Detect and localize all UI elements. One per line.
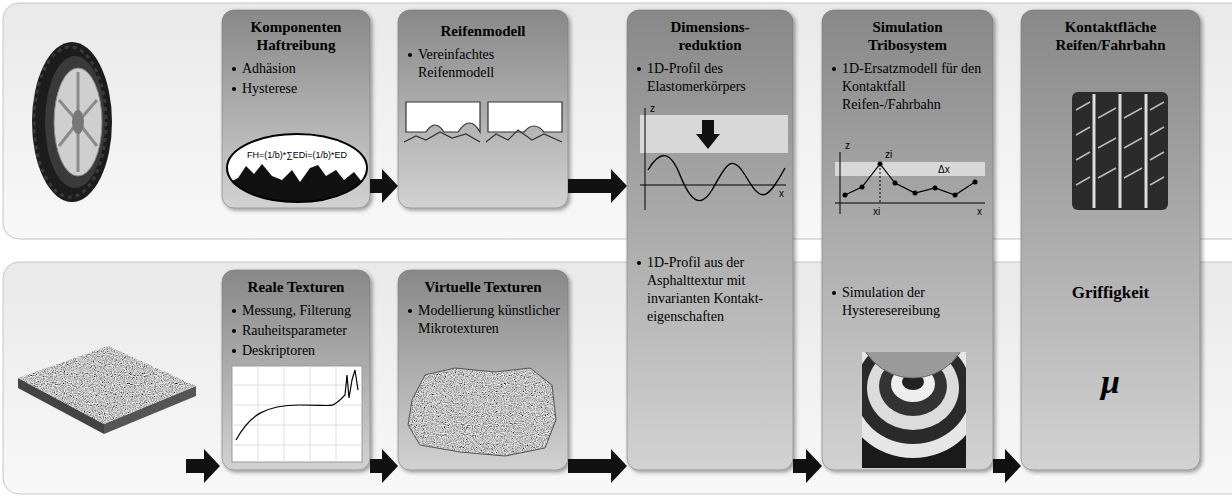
- axis-label: z: [845, 140, 850, 152]
- box-title: Komponenten Haftreibung: [230, 18, 362, 54]
- process-box: Komponenten HaftreibungAdhäsionHysterese: [222, 10, 370, 208]
- box-title: Dimensions-reduktion: [655, 18, 765, 54]
- profile-graph: [640, 108, 788, 210]
- process-box: Reale TexturenMessung, FilterungRauheits…: [222, 270, 370, 470]
- axis-label: xi: [873, 206, 880, 218]
- process-box: ReifenmodellVereinfachtes Reifenmodell: [398, 10, 568, 208]
- box-fill: [398, 270, 568, 470]
- bullet-text: Modellierung künstlicher Mikrotexturen: [406, 302, 560, 338]
- result-text: Griffigkeit: [1029, 282, 1192, 304]
- flow-arrow: [370, 169, 398, 203]
- axis-label: z: [650, 103, 655, 115]
- box-title: Reale Texturen: [230, 278, 362, 296]
- axis-label: zi: [885, 149, 892, 161]
- rock-picture: [408, 368, 556, 456]
- bullet-text: Adhäsion: [230, 60, 362, 78]
- bullet-text: Vereinfachtes Reifenmodell: [406, 46, 560, 82]
- asperity-oval: [226, 134, 370, 204]
- bullet-text: Messung, Filterung: [230, 302, 362, 320]
- bullet-text: Deskriptoren: [230, 342, 362, 360]
- axis-label: x: [977, 206, 982, 218]
- asphalt-picture: [18, 346, 196, 434]
- box-fill: [627, 10, 793, 470]
- tire-model-sketch: [404, 102, 562, 142]
- bullet-text: 1D-Ersatzmodell für den Kontaktfall Reif…: [830, 60, 985, 114]
- flow-arrow: [370, 449, 398, 483]
- axis-label: Δx: [938, 164, 950, 176]
- flow-arrow: [568, 169, 627, 203]
- flow-arrow: [793, 449, 822, 483]
- spectrum-chart: [232, 366, 362, 462]
- formula-text: FH=(1/b)*∑EDi=(1/b)*ED: [240, 149, 354, 161]
- flow-arrow: [993, 449, 1021, 483]
- box-fill: [822, 10, 993, 470]
- bullet-text: 1D-Profil des Elastomerkörpers: [635, 60, 785, 96]
- box-fill: [1021, 10, 1200, 470]
- box-fill: [222, 270, 370, 470]
- photoelastic-picture: [862, 352, 966, 468]
- bullet-text: Rauheitsparameter: [230, 322, 362, 340]
- box-title: Reifenmodell: [406, 22, 560, 40]
- symbol-text: μ: [1029, 362, 1192, 402]
- flow-arrow: [568, 449, 627, 483]
- tread-picture: [1072, 92, 1168, 210]
- box-title: Virtuelle Texturen: [406, 278, 560, 296]
- bullet-text: 1D-Profil aus der Asphalttextur mit inva…: [635, 254, 785, 326]
- bullet-text: Simulation der Hysteresereibung: [830, 284, 985, 320]
- process-box: Virtuelle TexturenModellierung künstlich…: [398, 270, 568, 470]
- process-box: Simulation Tribosystem 1D-Ersatzmodell fü…: [822, 10, 993, 470]
- process-box: Dimensions-reduktion 1D-Profil des Elasto…: [627, 10, 793, 470]
- process-box: Kontaktfläche Reifen/FahrbahnGriffigkeit…: [1021, 10, 1200, 470]
- box-fill: [222, 10, 370, 208]
- tire-picture: [32, 42, 112, 202]
- bullet-text: Hysterese: [230, 80, 362, 98]
- flow-arrow: [186, 449, 220, 483]
- axis-label: x: [779, 188, 784, 200]
- box-fill: [398, 10, 568, 208]
- box-title: Kontaktfläche Reifen/Fahrbahn: [1029, 18, 1192, 54]
- box-title: Simulation Tribosystem: [848, 18, 968, 54]
- contact-model-graph: [835, 152, 985, 214]
